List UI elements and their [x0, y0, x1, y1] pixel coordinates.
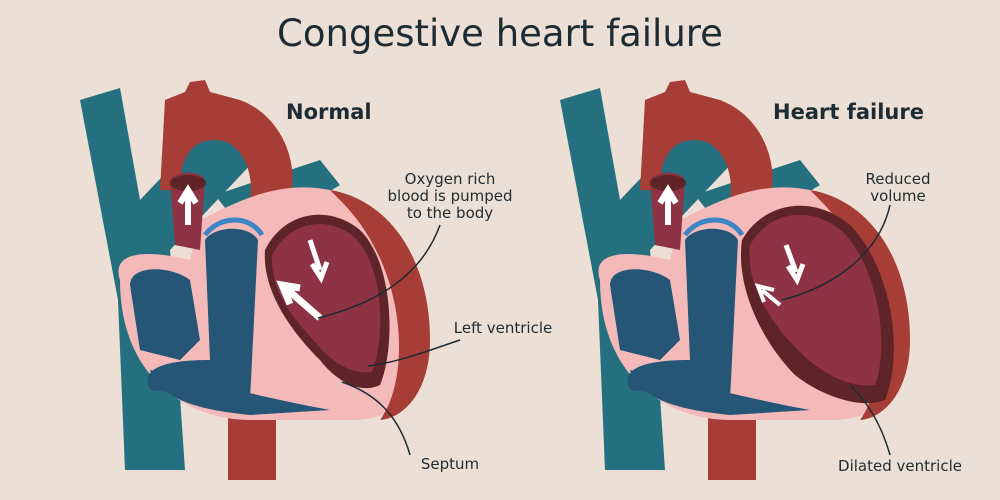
label-left-ventricle: Left ventricle [453, 319, 553, 337]
pointer-reduced-volume [781, 204, 891, 301]
pointer-dilated [849, 384, 891, 456]
pointer-septum [341, 381, 411, 456]
blood-flow-arrow [307, 239, 330, 284]
label-septum: Septum [420, 455, 480, 473]
pointer-left-ventricle [367, 339, 461, 367]
blood-flow-arrow [177, 184, 199, 225]
blood-flow-arrow [276, 280, 323, 321]
label-oxygen-rich: Oxygen rich blood is pumped to the body [387, 170, 513, 222]
heading-normal: Normal [286, 100, 372, 124]
label-reduced-volume: Reduced volume [865, 170, 931, 205]
heading-heart-failure: Heart failure [773, 100, 924, 124]
heart-failure-illustration [560, 80, 910, 480]
page-title: Congestive heart failure [277, 12, 723, 55]
pointer-oxygen [317, 224, 441, 319]
normal-heart-illustration [80, 80, 461, 480]
label-dilated-ventricle: Dilated ventricle [838, 457, 962, 475]
